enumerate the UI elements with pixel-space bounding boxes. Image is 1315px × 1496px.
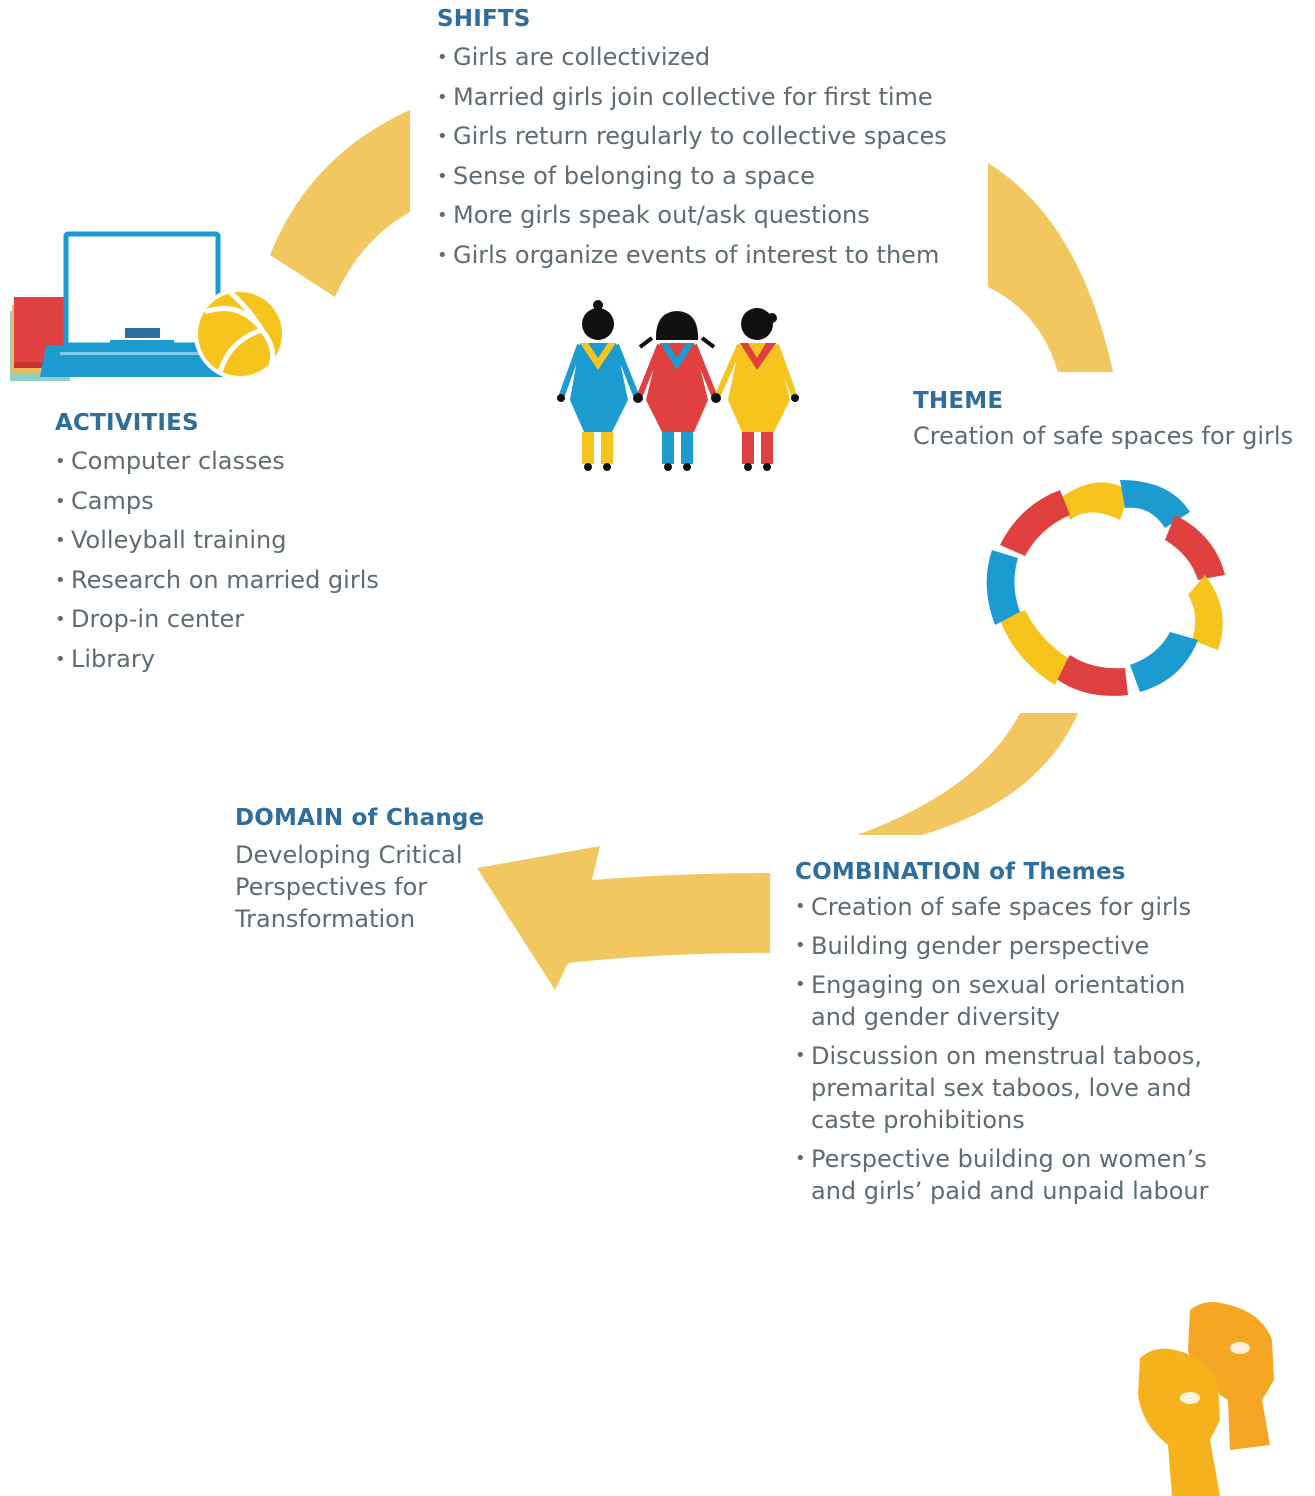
combination-list: Creation of safe spaces for girls Buildi… [795,891,1265,1207]
list-item: Sense of belonging to a space [437,157,947,197]
list-item: Engaging on sexual orientation and gende… [795,969,1265,1033]
shifts-block: SHIFTS Girls are collectivized Married g… [437,6,947,275]
list-item: Library [55,640,379,680]
arrow-segment-right [988,163,1113,372]
list-item: Discussion on menstrual taboos, premarit… [795,1040,1265,1136]
girls-holding-hands-icon [557,300,799,471]
list-item: Girls return regularly to collective spa… [437,117,947,157]
list-item: Computer classes [55,442,379,482]
theme-block: THEME Creation of safe spaces for girls [913,388,1293,452]
shifts-heading: SHIFTS [437,6,531,32]
list-item-line: Creation of safe spaces for girls [811,893,1192,921]
list-item: Drop-in center [55,600,379,640]
list-item: Research on married girls [55,561,379,601]
list-item: More girls speak out/ask questions [437,196,947,236]
list-item-line: Discussion on menstrual taboos, [811,1042,1202,1070]
theme-heading: THEME [913,388,1004,414]
domain-line: Transformation [235,905,416,933]
list-item: Perspective building on women’s and girl… [795,1143,1265,1207]
shifts-list: Girls are collectivized Married girls jo… [437,38,947,275]
arrow-head-left [477,846,770,990]
activities-block: ACTIVITIES Computer classes Camps Volley… [55,410,379,679]
domain-block: DOMAIN of Change Developing Critical Per… [235,805,484,935]
list-item: Camps [55,482,379,522]
circle-of-hands-icon [986,480,1225,696]
laptop-icon [40,231,238,377]
list-item: Girls are collectivized [437,38,947,78]
list-item-line: Perspective building on women’s [811,1145,1207,1173]
theme-text: Creation of safe spaces for girls [913,422,1294,450]
domain-line: Developing Critical [235,841,463,869]
domain-line: Perspectives for [235,873,428,901]
domain-heading: DOMAIN of Change [235,805,485,831]
list-item: Married girls join collective for first … [437,78,947,118]
list-item-line: caste prohibitions [811,1106,1025,1134]
activities-heading: ACTIVITIES [55,410,199,436]
list-item-line: and gender diversity [811,1003,1061,1031]
list-item: Creation of safe spaces for girls [795,891,1265,923]
list-item: Girls organize events of interest to the… [437,236,947,276]
raised-fists-icon [1138,1302,1274,1496]
list-item-line: premarital sex taboos, love and [811,1074,1192,1102]
activities-list: Computer classes Camps Volleyball traini… [55,442,379,679]
combination-block: COMBINATION of Themes Creation of safe s… [795,859,1265,1214]
list-item: Building gender perspective [795,930,1265,962]
arrow-segment-top-left [270,110,410,297]
list-item: Volleyball training [55,521,379,561]
volleyball-icon [194,288,286,380]
list-item-line: Engaging on sexual orientation [811,971,1186,999]
list-item-line: Building gender perspective [811,932,1150,960]
arrow-segment-bottom-right [857,713,1078,835]
combination-heading: COMBINATION of Themes [795,859,1126,885]
list-item-line: and girls’ paid and unpaid labour [811,1177,1209,1205]
